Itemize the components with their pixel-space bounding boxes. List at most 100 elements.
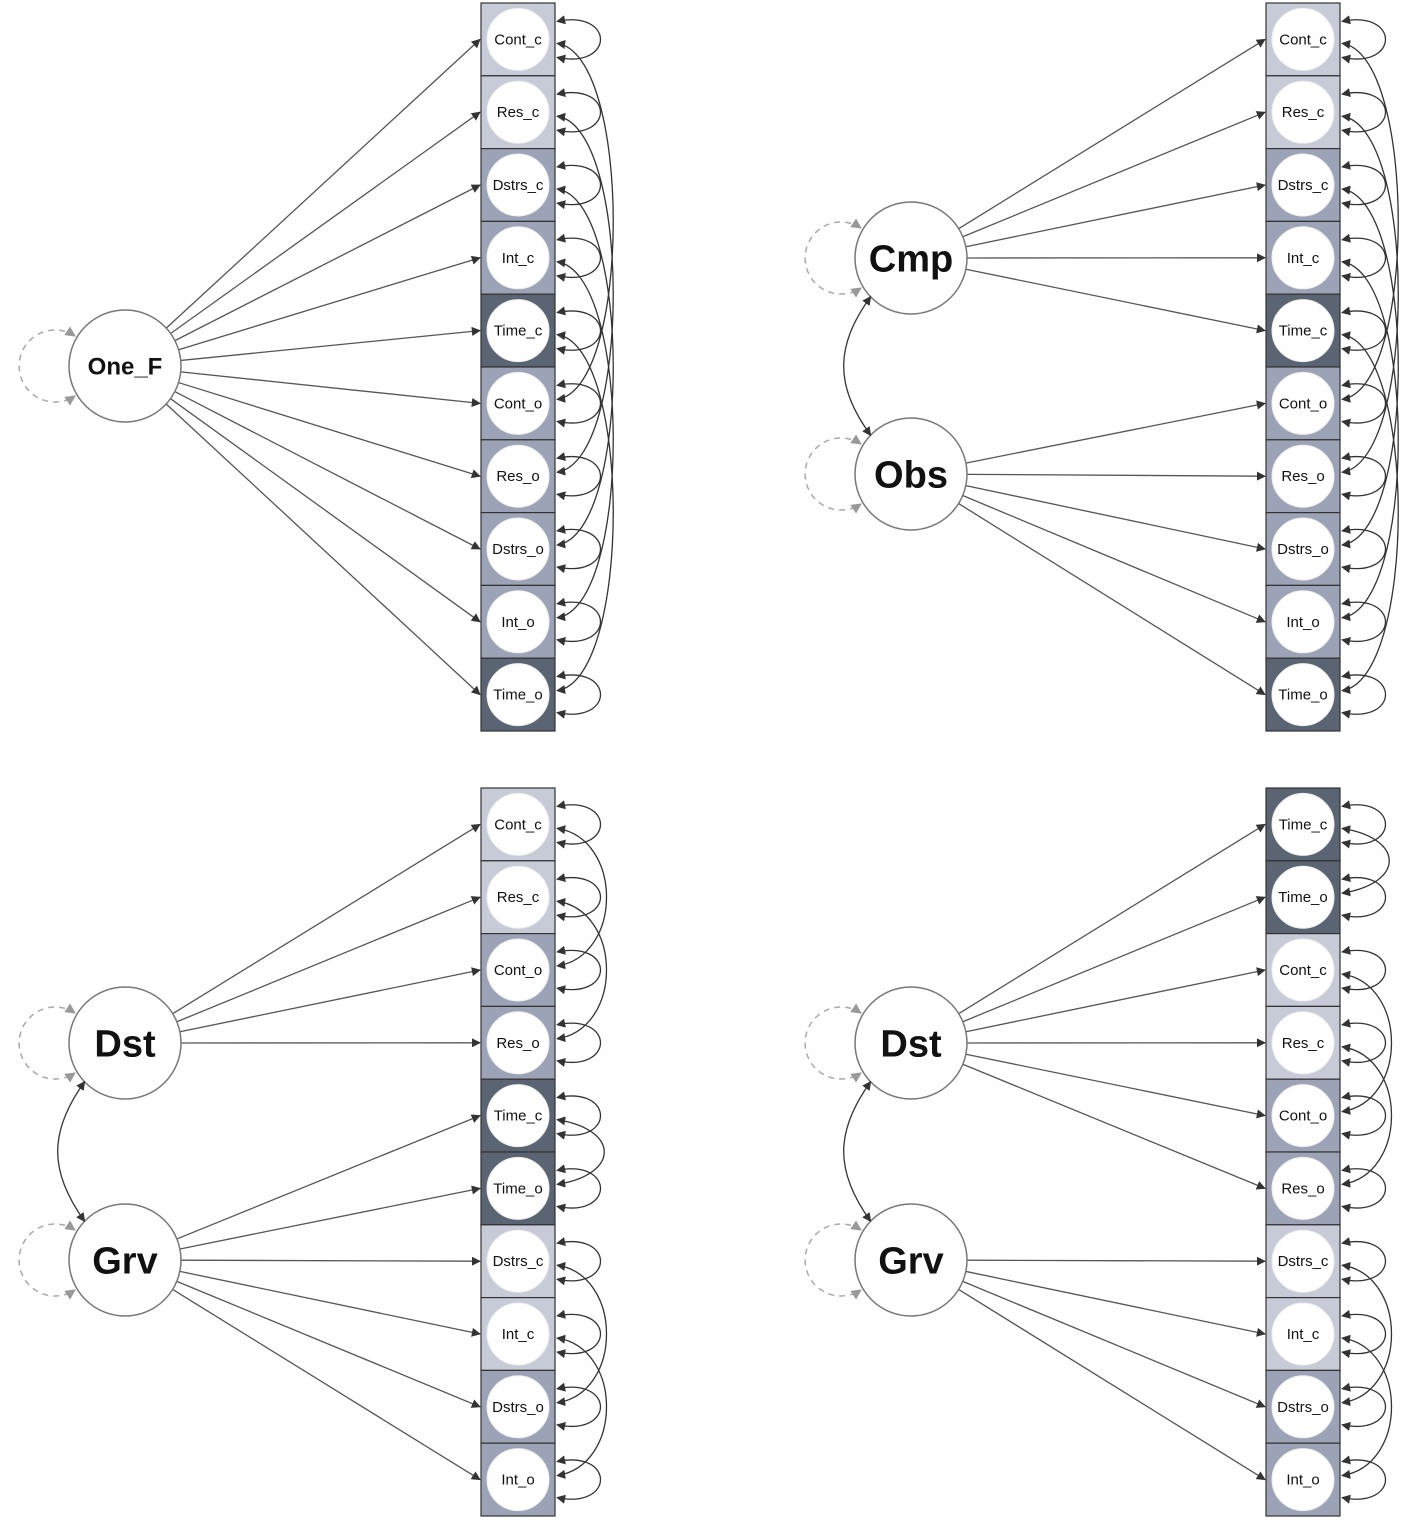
indicator-circle <box>1271 590 1335 654</box>
indicator-circle <box>1271 865 1335 929</box>
indicator-circle <box>1271 938 1335 1002</box>
residual-variance-loop <box>556 670 602 719</box>
indicator-label: Time_o <box>493 687 542 704</box>
latent-factor: Grv <box>18 1114 481 1481</box>
indicator-box: Cont_o <box>1265 366 1341 441</box>
residual-variance-loop <box>1341 1018 1387 1067</box>
factor-loading-arrow <box>966 1256 1266 1266</box>
indicator-label: Dstrs_o <box>492 1399 544 1416</box>
latent-label: One_F <box>88 354 163 381</box>
factor-loading-arrow <box>179 1185 481 1250</box>
latent-variance-loop <box>804 434 862 514</box>
indicator-label: Cont_c <box>494 31 542 48</box>
residual-covariance-arc <box>1341 825 1390 897</box>
indicator-label: Cont_c <box>494 816 542 833</box>
residual-covariance-arc <box>556 112 614 476</box>
residual-covariance-arc <box>556 331 614 694</box>
indicator-box: Cont_o <box>1265 1078 1341 1153</box>
panel-one-factor: Cont_cRes_cDstrs_cInt_cTime_cCont_oRes_o… <box>18 2 614 732</box>
indicator-box: Int_c <box>480 1296 556 1371</box>
indicator-label: Int_c <box>1287 1326 1320 1343</box>
indicator-circle <box>486 299 550 363</box>
latent-covariance-arc <box>843 1080 872 1223</box>
indicator-label: Int_o <box>501 614 534 631</box>
panel-dst-grv-a: Cont_cRes_cCont_oRes_oTime_cTime_oDstrs_… <box>18 787 608 1517</box>
indicator-box: Time_o <box>1265 657 1341 732</box>
indicator-label: Time_o <box>493 1180 542 1197</box>
indicator-label: Int_o <box>1286 1472 1319 1489</box>
latent-covariance-arc <box>843 295 872 437</box>
residual-variance-loop <box>556 233 602 282</box>
indicator-circle <box>486 1084 550 1148</box>
residual-variance-loop <box>556 800 602 849</box>
indicator-box: Time_o <box>480 657 556 732</box>
factor-loading-arrow <box>965 1270 1266 1337</box>
indicator-label: Time_c <box>1279 816 1328 833</box>
indicator-box: Time_c <box>1265 787 1341 862</box>
indicator-label: Res_o <box>1281 468 1324 485</box>
indicator-circle <box>1271 1375 1335 1439</box>
indicator-circle <box>1271 1302 1335 1366</box>
factor-loading-arrow <box>180 371 481 408</box>
factor-loading-arrow <box>178 255 481 351</box>
indicator-circle <box>1271 792 1335 856</box>
indicator-box: Time_c <box>480 1078 556 1153</box>
indicator-label: Res_o <box>496 1035 539 1052</box>
indicator-label: Time_c <box>494 1108 543 1125</box>
residual-variance-loop <box>556 452 602 501</box>
latent-variance-loop <box>804 1003 862 1083</box>
latent-label: Grv <box>92 1241 157 1283</box>
factor-loading-arrow <box>180 326 481 362</box>
indicator-label: Dstrs_o <box>1277 541 1329 558</box>
residual-variance-loop <box>1341 1164 1387 1213</box>
latent-circle <box>68 986 182 1100</box>
indicator-box: Int_c <box>1265 220 1341 295</box>
factor-loading-arrow <box>965 1053 1266 1119</box>
latent-factor: Obs <box>804 400 1266 696</box>
factor-loading-arrow <box>962 111 1266 238</box>
indicator-circle <box>1271 153 1335 217</box>
indicator-circle <box>486 444 550 508</box>
residual-covariance-arc <box>1341 112 1399 476</box>
indicator-circle <box>1271 517 1335 581</box>
residual-variance-loop <box>1341 15 1387 64</box>
factor-loading-arrow <box>176 1280 481 1408</box>
latent-factor: Dst <box>804 823 1266 1190</box>
residual-variance-loop <box>556 1382 602 1431</box>
indicator-circle <box>486 517 550 581</box>
indicator-circle <box>486 153 550 217</box>
residual-covariance-arc <box>1341 185 1399 549</box>
residual-variance-loop <box>1341 379 1387 428</box>
indicator-label: Cont_o <box>1279 395 1327 412</box>
factor-loading-arrow <box>176 1114 481 1240</box>
factor-loading-arrow <box>170 398 481 623</box>
residual-variance-loop <box>1341 873 1387 922</box>
indicator-circle <box>1271 1011 1335 1075</box>
indicator-box: Res_o <box>1265 439 1341 514</box>
latent-label: Grv <box>878 1241 943 1283</box>
residual-variance-loop <box>1341 160 1387 210</box>
indicator-box: Time_o <box>480 1151 556 1226</box>
latent-circle <box>854 1203 968 1317</box>
indicator-box: Time_o <box>1265 860 1341 935</box>
residual-covariance-arc <box>1341 970 1393 1115</box>
indicator-circle <box>486 1302 550 1366</box>
factor-loading-arrow <box>965 268 1266 334</box>
latent-label: Obs <box>874 455 948 497</box>
indicator-label: Res_o <box>496 468 539 485</box>
factor-loading-arrow <box>966 471 1266 481</box>
latent-variance-loop <box>18 1220 76 1300</box>
latent-factor: One_F <box>18 38 481 696</box>
indicator-circle <box>1271 299 1335 363</box>
factor-loading-arrow <box>165 403 481 696</box>
factor-loading-arrow <box>179 1270 481 1337</box>
indicator-box: Res_o <box>480 1005 556 1080</box>
indicator-circle <box>486 1011 550 1075</box>
indicator-box: Res_o <box>1265 1151 1341 1226</box>
factor-loading-arrow <box>962 1063 1266 1190</box>
latent-variance-loop <box>18 326 76 406</box>
indicator-box: Cont_c <box>480 2 556 77</box>
residual-variance-loop <box>556 88 602 137</box>
residual-variance-loop <box>556 524 602 574</box>
residual-variance-loop <box>1341 800 1387 849</box>
